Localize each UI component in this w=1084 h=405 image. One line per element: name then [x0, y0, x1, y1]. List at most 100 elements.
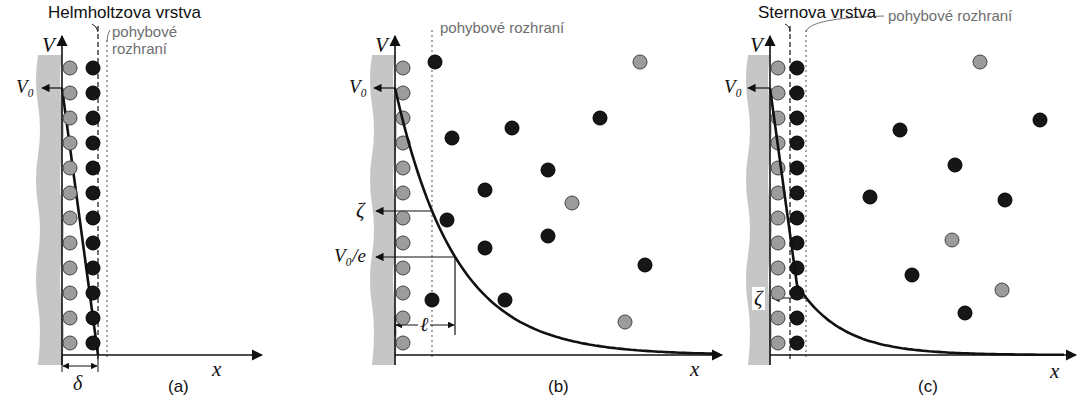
positive-ion: [63, 186, 77, 200]
potential-curve: [770, 88, 1064, 355]
negative-ion: [790, 336, 804, 350]
negative-ion: [1033, 113, 1047, 127]
positive-ion: [63, 161, 77, 175]
negative-ion: [863, 190, 877, 204]
negative-ion: [86, 86, 100, 100]
dimension-tick: [98, 356, 99, 372]
potential-label: V₀: [16, 77, 34, 98]
negative-ion: [440, 213, 454, 227]
negative-ion: [790, 186, 804, 200]
x-axis: [62, 354, 262, 356]
potential-label: V₀/e: [334, 246, 366, 267]
layer-name: Helmholtzova vrstva: [48, 4, 201, 23]
positive-ion: [633, 55, 647, 69]
negative-ion: [86, 61, 100, 75]
axis-label: x: [690, 358, 699, 381]
positive-ion: [63, 111, 77, 125]
panel-label: (c): [918, 378, 938, 397]
positive-ion: [396, 286, 410, 300]
negative-ion: [478, 241, 492, 255]
positive-ion: [63, 211, 77, 225]
panel-label: (b): [548, 378, 569, 397]
negative-ion: [86, 336, 100, 350]
negative-ion: [790, 211, 804, 225]
slip-plane: [106, 40, 107, 360]
pointer-arrow: [42, 87, 62, 88]
positive-ion: [396, 61, 410, 75]
positive-ion: [945, 233, 959, 247]
negative-ion: [86, 161, 100, 175]
positive-ion: [396, 211, 410, 225]
electrode-wall: [36, 55, 64, 365]
negative-ion: [790, 136, 804, 150]
positive-ion: [63, 261, 77, 275]
slip-plane: [431, 30, 432, 360]
positive-ion: [771, 86, 785, 100]
positive-ion: [63, 286, 77, 300]
potential-curve: [395, 88, 712, 354]
axis-label: V: [375, 34, 388, 57]
positive-ion: [771, 236, 785, 250]
axis-label: x: [1050, 360, 1059, 383]
leader-line: [92, 24, 98, 32]
pointer-arrow: [748, 87, 770, 88]
electrode-wall: [370, 55, 397, 365]
v-axis: [769, 36, 771, 365]
positive-ion: [396, 311, 410, 325]
negative-ion: [86, 236, 100, 250]
positive-ion: [771, 336, 785, 350]
length-label: ℓ: [418, 313, 430, 335]
negative-ion: [638, 258, 652, 272]
plane-name: pohybové rozhraní: [440, 20, 564, 37]
negative-ion: [428, 55, 442, 69]
negative-ion: [86, 136, 100, 150]
pointer-arrow: [374, 87, 395, 88]
potential-label: V₀: [349, 77, 367, 98]
positive-ion: [63, 236, 77, 250]
slip-plane: [805, 30, 806, 360]
x-axis: [395, 354, 722, 356]
layer-name: Sternova vrstva: [758, 4, 876, 23]
negative-ion: [86, 111, 100, 125]
panel-label: (a): [168, 378, 189, 397]
positive-ion: [771, 261, 785, 275]
positive-ion: [771, 311, 785, 325]
axis-label: x: [212, 358, 221, 381]
dimension-arrow: [63, 366, 97, 367]
plane-name: pohybové rozhraní: [112, 24, 190, 57]
negative-ion: [893, 123, 907, 137]
positive-ion: [396, 236, 410, 250]
zeta-label: ζ: [752, 287, 765, 310]
negative-ion: [998, 193, 1012, 207]
positive-ion: [63, 311, 77, 325]
positive-ion: [973, 55, 987, 69]
positive-ion: [396, 161, 410, 175]
v-axis: [61, 36, 63, 365]
positive-ion: [995, 283, 1009, 297]
pointer-arrow: [376, 256, 455, 257]
negative-ion: [790, 311, 804, 325]
negative-ion: [541, 163, 555, 177]
plane-name: pohybové rozhraní: [888, 8, 1012, 25]
positive-ion: [565, 196, 579, 210]
negative-ion: [790, 86, 804, 100]
negative-ion: [86, 211, 100, 225]
generated-shapes: [63, 55, 1064, 355]
negative-ion: [445, 131, 459, 145]
negative-ion: [958, 306, 972, 320]
potential-label: V₀: [724, 77, 742, 98]
negative-ion: [541, 229, 555, 243]
axis-label: V: [42, 34, 55, 57]
leader-line: [107, 30, 110, 42]
positive-ion: [771, 61, 785, 75]
positive-ion: [771, 211, 785, 225]
electrode-wall: [746, 55, 772, 365]
dimension-label: δ: [73, 372, 82, 394]
negative-ion: [948, 158, 962, 172]
v-axis: [394, 36, 396, 365]
dimension-tick: [395, 316, 396, 335]
positive-ion: [771, 286, 785, 300]
negative-ion: [478, 183, 492, 197]
